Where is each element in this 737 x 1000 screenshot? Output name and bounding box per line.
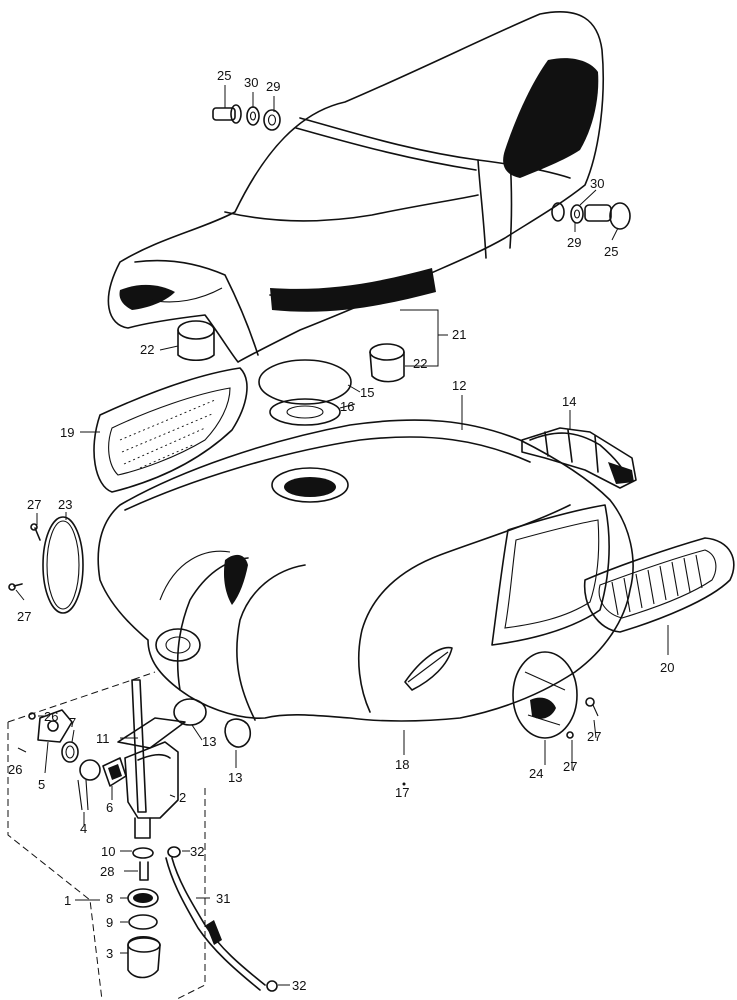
leader-lines — [15, 85, 669, 986]
fuel-tank — [97, 419, 634, 722]
callout-30-top: 30 — [244, 75, 258, 90]
callout-29-top: 29 — [266, 79, 280, 94]
callout-27-left-a: 27 — [27, 497, 41, 512]
callout-25-top: 25 — [217, 68, 231, 83]
callout-22-right: 22 — [413, 356, 427, 371]
callout-30-right: 30 — [590, 176, 604, 191]
callout-4: 4 — [80, 821, 87, 836]
callout-3: 3 — [106, 946, 113, 961]
knee-grip-right — [583, 537, 735, 633]
callout-12: 12 — [452, 378, 466, 393]
callout-13-right: 13 — [228, 770, 242, 785]
callout-labels: 25 30 29 30 29 25 21 22 22 15 16 12 14 1… — [8, 68, 674, 993]
callout-23: 23 — [58, 497, 72, 512]
fuel-tube-cushions — [173, 698, 252, 748]
callout-26-upper: 26 — [44, 709, 58, 724]
callout-20: 20 — [660, 660, 674, 675]
callout-6: 6 — [106, 800, 113, 815]
fuel-cock-parts — [28, 679, 278, 992]
callout-19: 19 — [60, 425, 74, 440]
tank-emblem — [512, 651, 578, 739]
rubber-cushion-right — [369, 343, 405, 383]
tank-rear-rubber — [521, 427, 637, 489]
seat — [107, 10, 604, 363]
tank-cap-gasket — [258, 359, 352, 426]
callout-1: 1 — [64, 893, 71, 908]
callout-7: 7 — [69, 715, 76, 730]
callout-11: 11 — [96, 731, 110, 746]
callout-22-left: 22 — [140, 342, 154, 357]
callout-15: 15 — [360, 385, 374, 400]
seat-bolt-right — [551, 202, 631, 230]
callout-32-lower: 32 — [292, 978, 306, 993]
callout-16: 16 — [340, 399, 354, 414]
callout-18: 18 — [395, 757, 409, 772]
callout-27-right-a: 27 — [587, 729, 601, 744]
emblem-screws — [566, 697, 599, 739]
callout-14: 14 — [562, 394, 576, 409]
callout-10: 10 — [101, 844, 115, 859]
callout-28: 28 — [100, 864, 114, 879]
callout-24: 24 — [529, 766, 543, 781]
callout-5: 5 — [38, 777, 45, 792]
left-trim-ring — [8, 516, 84, 614]
knee-grip-left — [93, 367, 248, 493]
callout-32-upper: 32 — [190, 844, 204, 859]
callout-27-left-b: 27 — [17, 609, 31, 624]
callout-27-right-b: 27 — [563, 759, 577, 774]
callout-29-right: 29 — [567, 235, 581, 250]
callout-9: 9 — [106, 915, 113, 930]
callout-26-lower: 26 — [8, 762, 22, 777]
rubber-cushion-left — [177, 320, 215, 362]
fuel-cock-assembly-boundary — [7, 671, 206, 1000]
callout-17: 17 — [395, 785, 409, 800]
seat-bolt-left — [212, 104, 281, 131]
callout-13-left: 13 — [202, 734, 216, 749]
callout-21: 21 — [452, 327, 466, 342]
callout-8: 8 — [106, 891, 113, 906]
leader-dot — [402, 782, 406, 786]
callout-2: 2 — [179, 790, 186, 805]
callout-25-right: 25 — [604, 244, 618, 259]
callout-31: 31 — [216, 891, 230, 906]
